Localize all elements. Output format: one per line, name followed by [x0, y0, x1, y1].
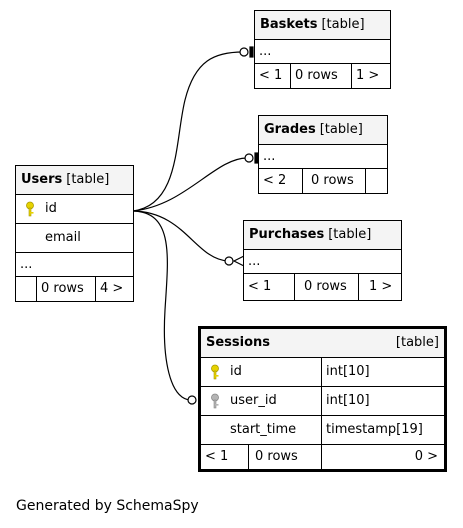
next-link[interactable]: 4 >	[95, 277, 133, 301]
column-name: user_id	[230, 393, 277, 408]
row-count: 0 rows	[302, 169, 365, 193]
row-count: 0 rows	[36, 277, 95, 301]
table-type-tag: [table]	[66, 172, 110, 187]
table-footer-row: < 1 0 rows 1 >	[255, 64, 390, 88]
table-sessions[interactable]: Sessions [table] id int[10] user_id int[1…	[198, 326, 447, 472]
table-header: Grades[table]	[259, 116, 387, 145]
prev-link[interactable]	[16, 277, 36, 301]
primary-key-icon	[211, 364, 219, 380]
column-id: id	[45, 201, 57, 216]
table-header: Users[table]	[16, 166, 133, 195]
next-link[interactable]: 1 >	[351, 64, 390, 88]
next-link[interactable]: 1 >	[358, 274, 401, 300]
table-footer-row: < 2 0 rows	[259, 169, 387, 193]
edge-users-grades	[132, 157, 248, 212]
prev-link[interactable]: < 1	[248, 279, 272, 294]
table-row: id int[10]	[201, 358, 444, 387]
table-type-tag: [table]	[321, 17, 365, 32]
table-name: Users	[21, 172, 63, 187]
table-footer-row: < 1 0 rows 0 >	[201, 445, 444, 469]
column-type: int[10]	[321, 358, 370, 386]
prev-link[interactable]: < 2	[263, 173, 287, 188]
primary-key-icon	[26, 201, 34, 217]
table-type-tag: [table]	[319, 122, 363, 137]
prev-link[interactable]: < 1	[205, 449, 229, 464]
table-name: Sessions	[206, 335, 271, 350]
row-count: 0 rows	[294, 274, 358, 300]
column-email: email	[45, 230, 81, 245]
table-name: Purchases	[249, 227, 325, 242]
table-row: ...	[255, 40, 390, 64]
table-footer-row: < 1 0 rows 1 >	[244, 274, 401, 300]
table-users[interactable]: Users[table] id email ... 0 rows 4 >	[15, 165, 134, 302]
table-header: Baskets[table]	[255, 11, 390, 40]
edge-users-baskets	[132, 51, 244, 212]
table-name: Baskets	[260, 17, 318, 32]
edge-users-purchases	[132, 210, 229, 262]
row-count: 0 rows	[290, 64, 351, 88]
table-row: ...	[16, 253, 133, 277]
table-baskets[interactable]: Baskets[table] ... < 1 0 rows 1 >	[254, 10, 391, 89]
prev-link[interactable]: < 1	[259, 68, 283, 83]
ellipsis-row: ...	[248, 254, 261, 269]
column-type: timestamp[19]	[321, 416, 423, 444]
table-name: Grades	[264, 122, 316, 137]
next-link[interactable]	[365, 169, 387, 193]
table-header: Purchases[table]	[244, 221, 401, 250]
table-row: ...	[244, 250, 401, 274]
ellipsis-row: ...	[20, 257, 33, 272]
table-row: id	[16, 195, 133, 224]
table-grades[interactable]: Grades[table] ... < 2 0 rows	[258, 115, 388, 194]
column-name: id	[230, 364, 242, 379]
table-header: Sessions [table]	[201, 329, 444, 358]
row-count: 0 rows	[248, 445, 321, 469]
ellipsis-row: ...	[259, 44, 272, 59]
column-type: int[10]	[321, 387, 370, 415]
generated-by-footer: Generated by SchemaSpy	[16, 498, 199, 514]
table-row: user_id int[10]	[201, 387, 444, 416]
column-name: start_time	[230, 422, 297, 437]
ellipsis-row: ...	[263, 149, 276, 164]
table-row: email	[16, 224, 133, 253]
table-type-tag: [table]	[328, 227, 372, 242]
table-purchases[interactable]: Purchases[table] ... < 1 0 rows 1 >	[243, 220, 402, 301]
next-link[interactable]: 0 >	[321, 445, 444, 469]
table-type-tag: [table]	[395, 335, 439, 350]
foreign-key-icon	[211, 393, 219, 409]
edge-users-sessions	[132, 210, 191, 401]
table-footer-row: 0 rows 4 >	[16, 277, 133, 301]
table-row: start_time timestamp[19]	[201, 416, 444, 445]
table-row: ...	[259, 145, 387, 169]
